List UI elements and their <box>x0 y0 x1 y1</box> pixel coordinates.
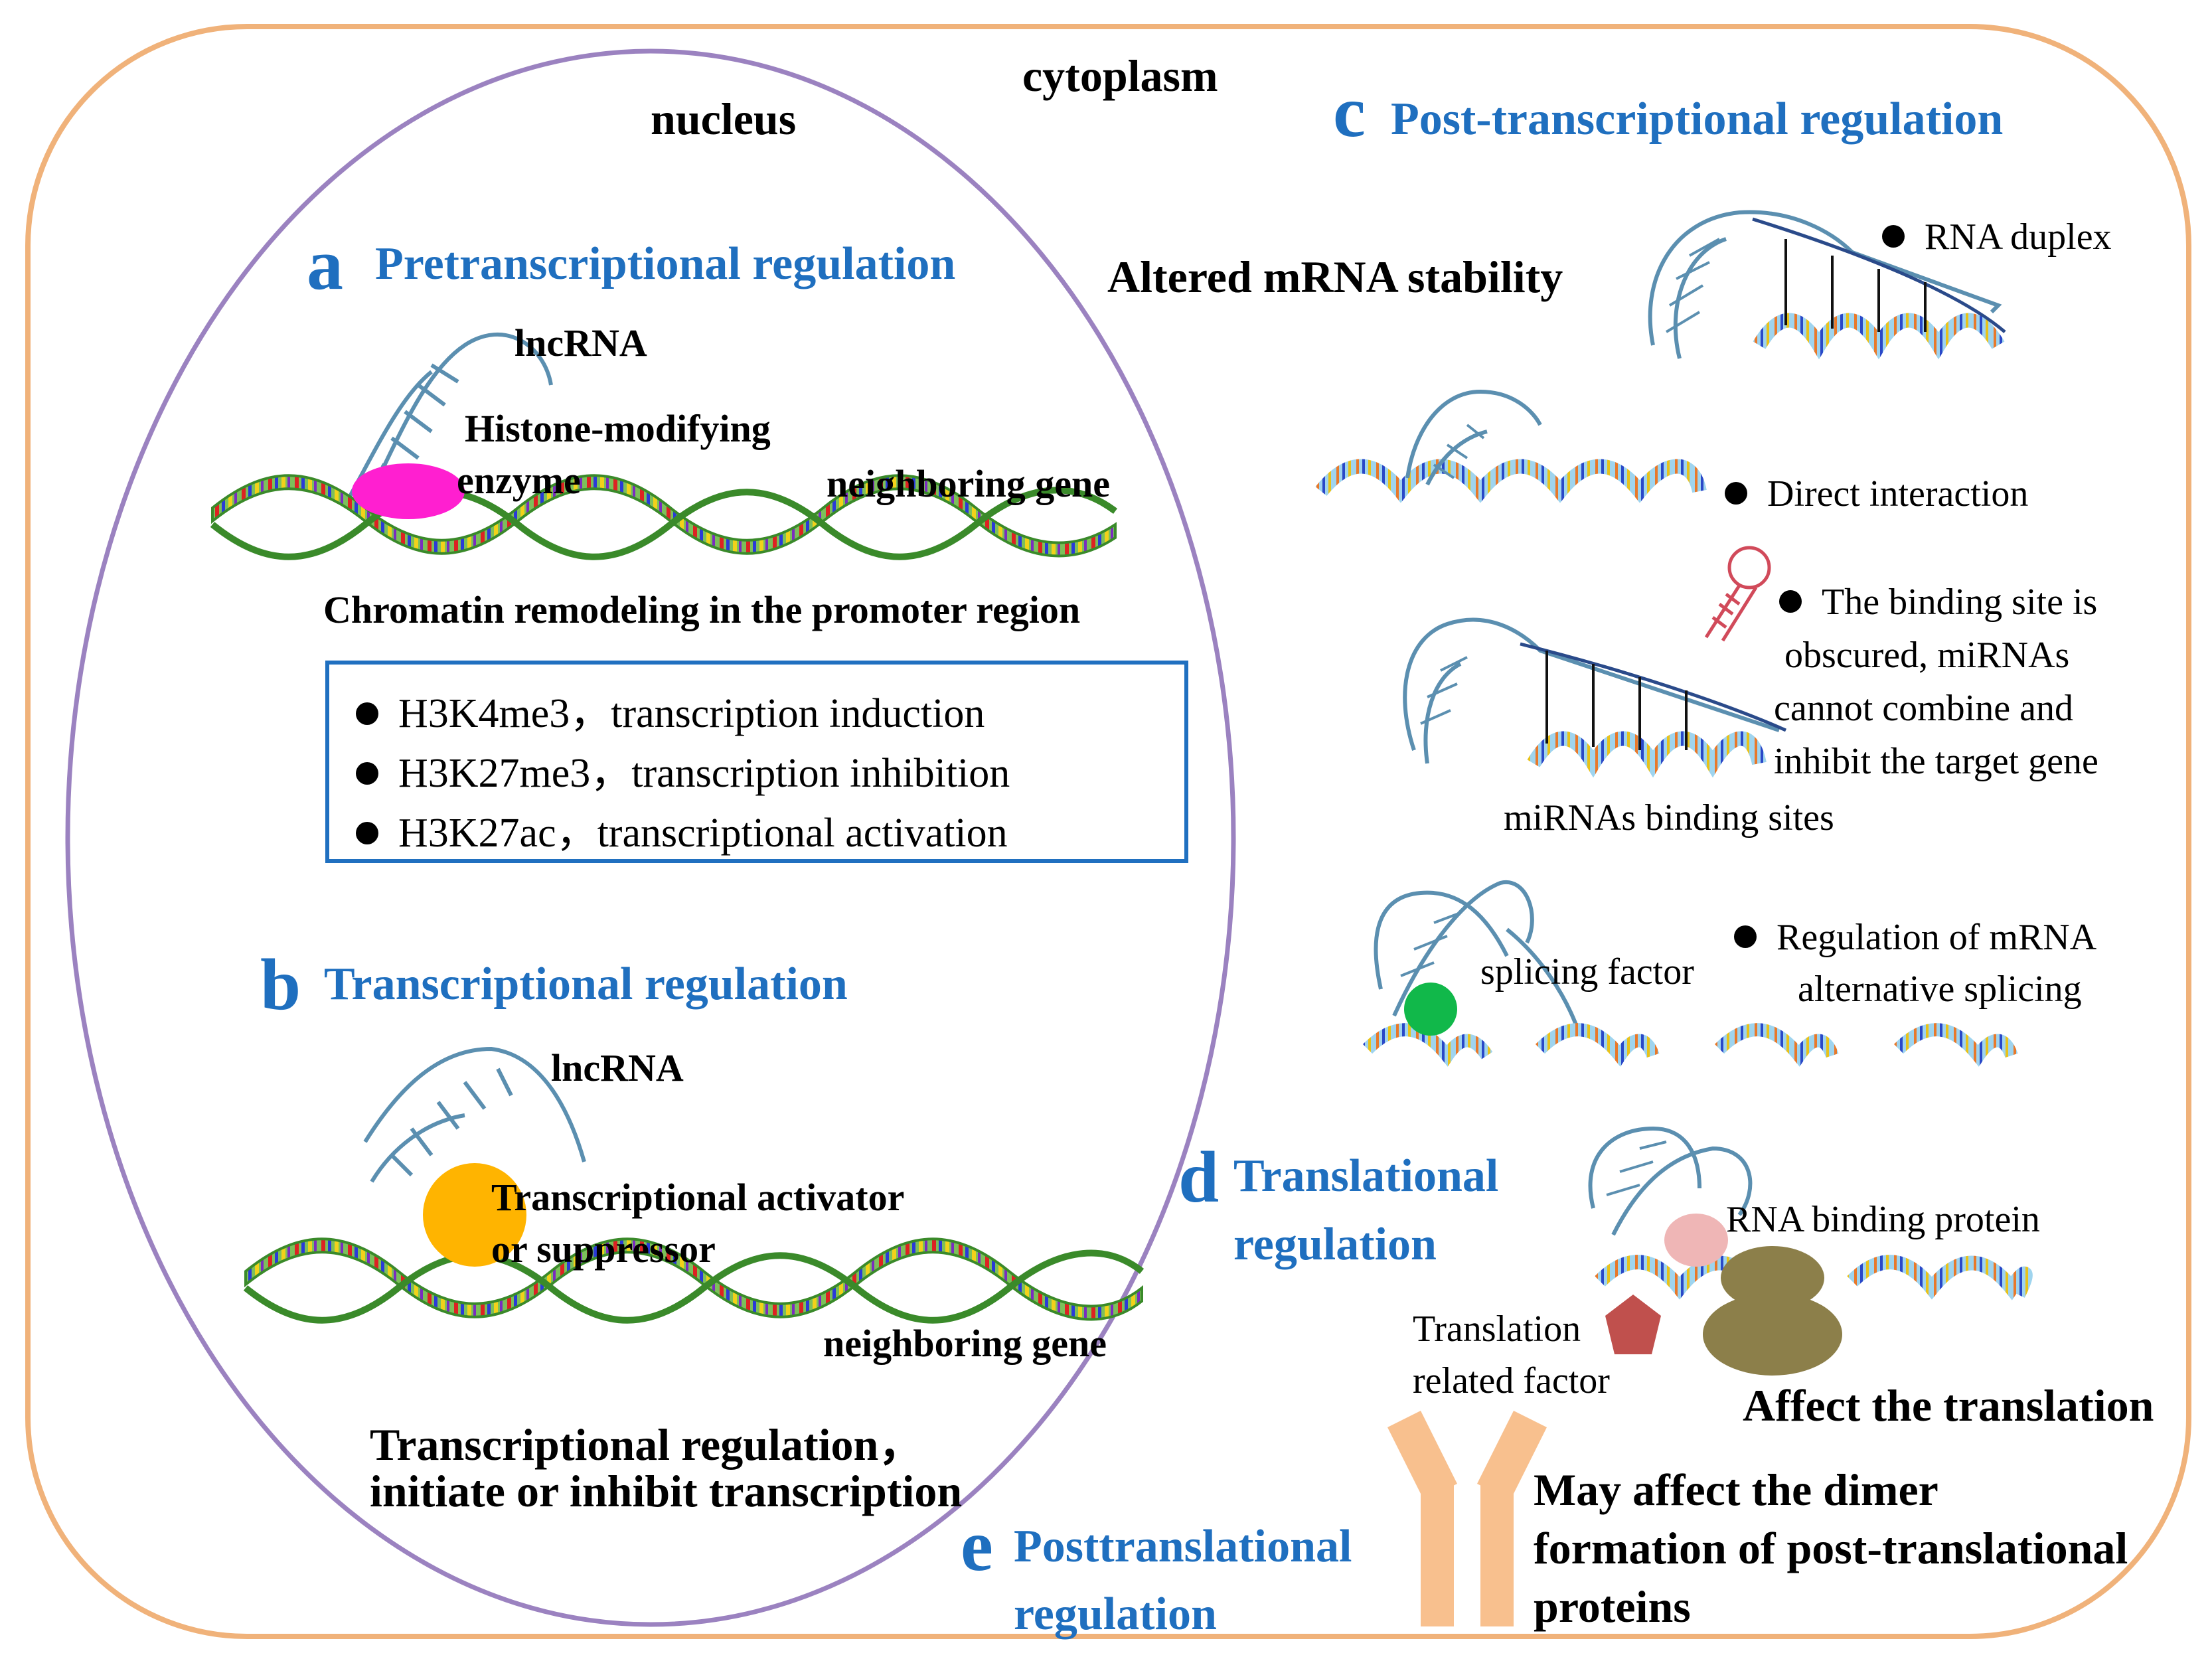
panel-b-factor-label-2: or suppressor <box>491 1227 716 1271</box>
splicing-regulation-line-2: alternative splicing <box>1798 969 2082 1010</box>
binding-obscured-line-2: obscured, miRNAs <box>1784 635 2070 676</box>
splicing-regulation-line-1: Regulation of mRNA <box>1734 916 2096 959</box>
dimer-effect-line-1: May affect the dimer <box>1534 1464 1938 1515</box>
affect-translation-label: Affect the translation <box>1743 1380 2154 1431</box>
panel-a-enzyme-label-1: Histone-modifying <box>465 407 771 450</box>
panel-b-dna-helix <box>243 1237 1145 1324</box>
splicing-graphic <box>1362 880 2018 1067</box>
dimer-effect-line-2: formation of post-translational <box>1534 1523 2128 1573</box>
panel-a-dna-helix <box>210 474 1117 560</box>
histone-mark-row: H3K27ac，transcriptional activation <box>356 799 1008 858</box>
rna-binding-protein-label: RNA binding protein <box>1726 1199 2040 1240</box>
cell-membrane <box>25 24 2191 1639</box>
section-c-title: Post-transcriptional regulation <box>1391 94 2004 145</box>
translation-factor-label-1: Translation <box>1413 1308 1581 1350</box>
panel-a-enzyme-label-2: enzyme <box>457 459 581 502</box>
histone-mark-row: H3K4me3，transcription induction <box>356 679 985 739</box>
histone-modifying-enzyme-shape <box>352 463 465 519</box>
cytoplasm-label: cytoplasm <box>1022 50 1218 101</box>
bullet-icon <box>1882 225 1905 248</box>
panel-b-caption-2: initiate or inhibit transcription <box>370 1466 963 1516</box>
panel-b-lncrna-graphic <box>363 1046 586 1183</box>
altered-stability-label: Altered mRNA stability <box>1107 252 1563 302</box>
panel-a-caption: Chromatin remodeling in the promoter reg… <box>323 588 1081 631</box>
section-a-title: Pretranscriptional regulation <box>375 238 956 289</box>
ribosome-small-subunit <box>1721 1246 1824 1310</box>
binding-obscured-line-4: inhibit the target gene <box>1774 741 2098 782</box>
histone-marks-box: H3K4me3，transcription induction H3K27me3… <box>325 661 1188 863</box>
bullet-icon <box>1734 925 1757 949</box>
bullet-icon <box>1779 590 1802 613</box>
section-e-title-1: Posttranslational <box>1014 1521 1352 1572</box>
dimer-effect-line-3: proteins <box>1534 1581 1691 1632</box>
section-e-letter: e <box>961 1505 993 1586</box>
direct-interaction-text: Direct interaction <box>1767 473 2029 514</box>
section-c-letter: c <box>1333 71 1366 152</box>
rna-duplex-text: RNA duplex <box>1925 216 2112 258</box>
binding-obscured-line-3: cannot combine and <box>1774 688 2073 729</box>
bullet-icon <box>1725 482 1747 505</box>
mirna-sites-label: miRNAs binding sites <box>1504 797 1834 838</box>
nucleus-membrane <box>65 48 1236 1627</box>
section-d-letter: d <box>1178 1137 1220 1218</box>
binding-obscured-line-1: The binding site is <box>1779 581 2097 623</box>
section-b-letter: b <box>260 944 301 1025</box>
panel-b-factor-label-1: Transcriptional activator <box>491 1176 905 1219</box>
binding-obscured-text-1: The binding site is <box>1822 582 2098 623</box>
section-e-title-2: regulation <box>1014 1589 1217 1640</box>
panel-b-lncrna-label: lncRNA <box>551 1046 684 1089</box>
panel-a-gene-label: neighboring gene <box>827 462 1110 505</box>
translation-factor-shape <box>1605 1295 1661 1354</box>
histone-mark-row: H3K27me3，transcription inhibition <box>356 739 1010 799</box>
rna-duplex-label: RNA duplex <box>1882 216 2112 258</box>
transcriptional-activator-shape <box>423 1163 526 1267</box>
splicing-regulation-text-1: Regulation of mRNA <box>1777 917 2097 958</box>
dimer-protein-graphic <box>1387 1411 1547 1626</box>
panel-b-gene-label: neighboring gene <box>823 1322 1107 1365</box>
histone-mark-text: H3K27me3，transcription inhibition <box>398 751 1010 796</box>
translation-factor-label-2: related factor <box>1413 1360 1610 1401</box>
histone-mark-text: H3K27ac，transcriptional activation <box>398 811 1008 856</box>
mirna-hairpin-icon <box>1704 546 1771 642</box>
rna-duplex-graphic <box>1648 210 2006 360</box>
mirna-binding-graphic <box>1403 617 1787 778</box>
bullet-icon <box>356 821 378 844</box>
direct-interaction-label: Direct interaction <box>1725 473 2028 515</box>
section-a-letter: a <box>307 224 343 305</box>
panel-b-caption-1: Transcriptional regulation， <box>370 1419 924 1470</box>
section-d-title-2: regulation <box>1233 1219 1437 1270</box>
panel-a-lncrna-label: lncRNA <box>514 321 647 364</box>
ribosome-large-subunit <box>1703 1293 1842 1376</box>
section-b-title: Transcriptional regulation <box>324 959 848 1010</box>
splicing-factor-label: splicing factor <box>1480 951 1694 992</box>
bullet-icon <box>356 761 378 785</box>
splicing-factor-shape <box>1404 983 1457 1036</box>
direct-interaction-graphic <box>1315 389 1707 503</box>
section-d-title-1: Translational <box>1233 1150 1499 1202</box>
histone-mark-text: H3K4me3，transcription induction <box>398 691 985 736</box>
bullet-icon <box>356 702 378 725</box>
nucleus-label: nucleus <box>651 94 797 144</box>
rna-binding-protein-shape <box>1664 1214 1728 1267</box>
